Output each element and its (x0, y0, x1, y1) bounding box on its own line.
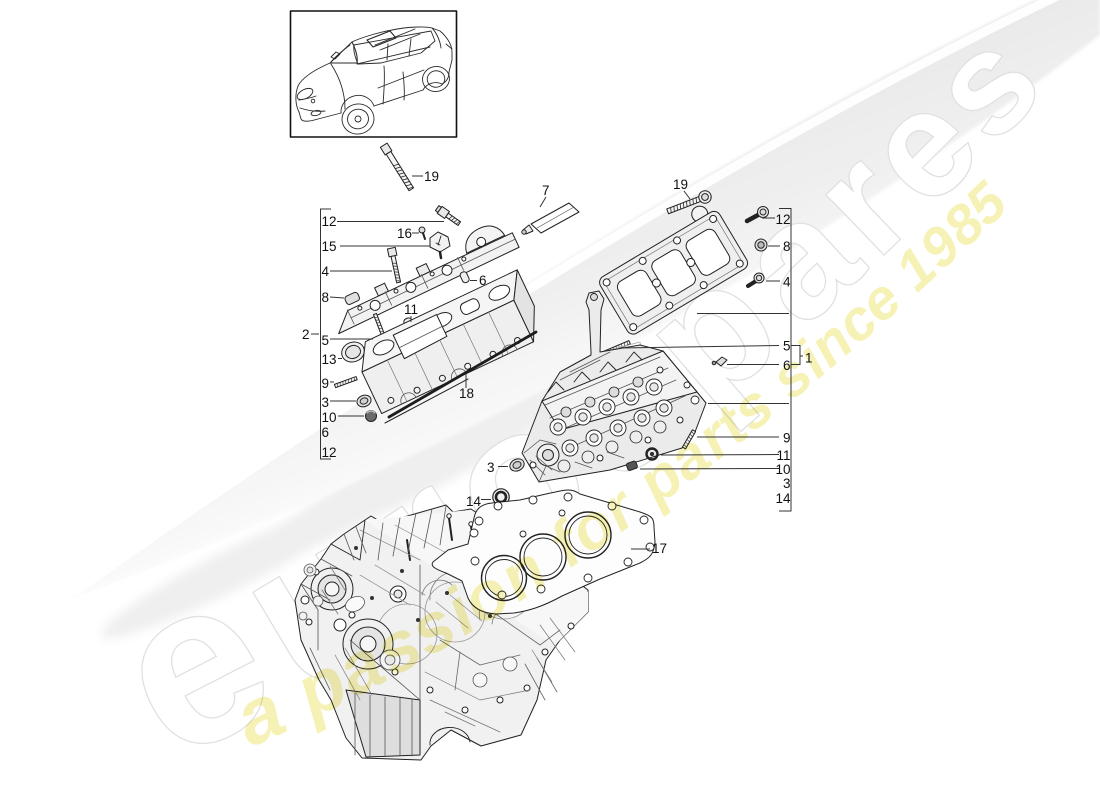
svg-text:18: 18 (459, 386, 474, 401)
svg-text:5: 5 (783, 339, 791, 354)
svg-text:14: 14 (466, 494, 482, 509)
svg-text:3: 3 (322, 395, 330, 410)
svg-text:2: 2 (302, 327, 310, 342)
svg-text:9: 9 (783, 431, 791, 446)
svg-text:15: 15 (322, 239, 337, 254)
svg-text:12: 12 (775, 212, 790, 227)
svg-text:4: 4 (783, 275, 791, 290)
svg-text:4: 4 (322, 264, 330, 279)
svg-text:6: 6 (322, 425, 330, 440)
svg-text:14: 14 (775, 491, 791, 506)
svg-text:10: 10 (322, 410, 337, 425)
svg-text:10: 10 (775, 462, 790, 477)
svg-text:3: 3 (783, 476, 791, 491)
svg-text:5: 5 (322, 333, 330, 348)
svg-text:16: 16 (397, 226, 412, 241)
svg-text:19: 19 (424, 169, 439, 184)
svg-text:11: 11 (404, 302, 418, 317)
svg-text:17: 17 (652, 541, 667, 556)
svg-text:6: 6 (479, 273, 487, 288)
svg-text:3: 3 (487, 460, 495, 475)
svg-text:13: 13 (322, 352, 337, 367)
svg-text:8: 8 (322, 290, 330, 305)
svg-text:19: 19 (673, 177, 688, 192)
svg-text:7: 7 (542, 183, 550, 198)
svg-text:1: 1 (805, 351, 813, 366)
svg-text:9: 9 (322, 376, 330, 391)
svg-text:12: 12 (322, 445, 337, 460)
svg-text:6: 6 (783, 358, 791, 373)
svg-text:11: 11 (776, 448, 790, 463)
svg-text:12: 12 (322, 214, 337, 229)
svg-text:8: 8 (783, 239, 791, 254)
